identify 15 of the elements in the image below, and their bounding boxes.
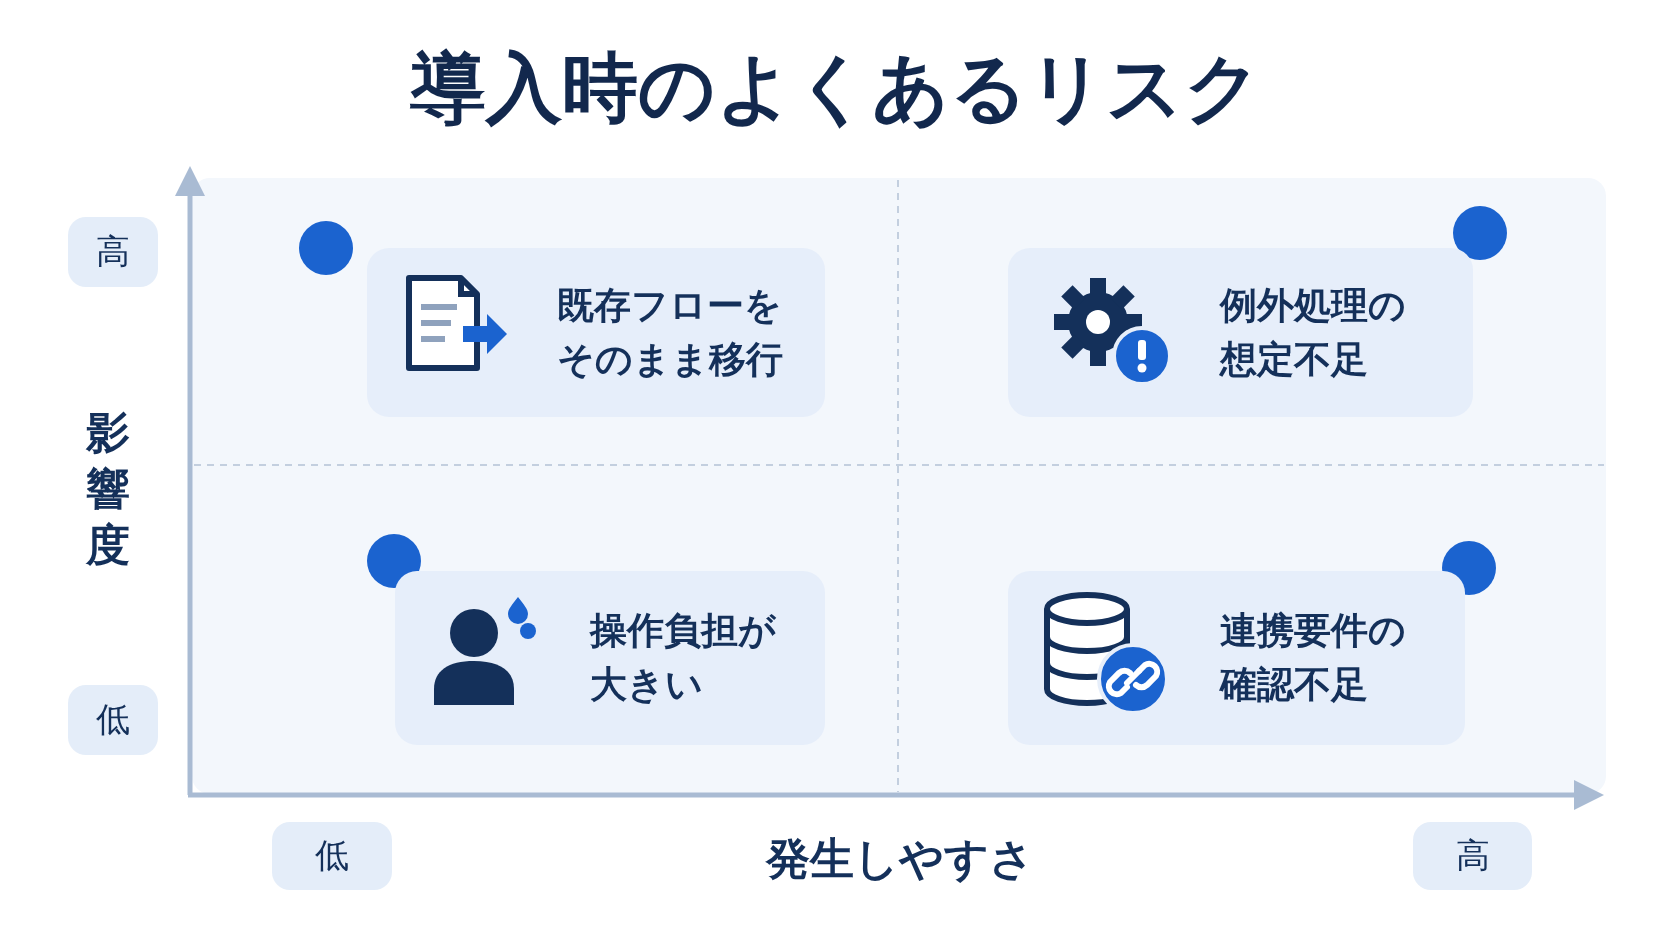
risk-text: 例外処理の想定不足: [1220, 282, 1407, 383]
risk-text: 操作負担が大きい: [590, 608, 777, 708]
risk-text: 連携要件の確認不足: [1220, 608, 1407, 708]
axis-tick-label: 高: [68, 217, 158, 287]
risk-card: [395, 571, 825, 745]
title: 導入時のよくあるリスク: [409, 42, 1263, 134]
axis-tick-label: 低: [68, 685, 158, 755]
axis-title: 影響度: [85, 406, 131, 572]
axis-tick-label: 高: [1413, 822, 1532, 890]
risk-card: [367, 248, 825, 417]
risk-card: [1008, 571, 1465, 745]
risk-text: 既存フローをそのまま移行: [557, 282, 783, 383]
risk-card: [1008, 248, 1473, 417]
axis-title: 発生しやすさ: [764, 832, 1035, 886]
axis-tick-label: 低: [272, 822, 392, 890]
